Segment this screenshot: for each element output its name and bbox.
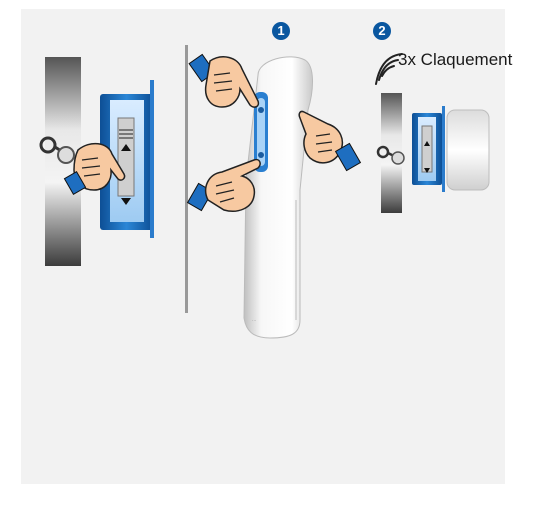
module-plate-left xyxy=(150,80,154,238)
pointing-hand-icon xyxy=(299,111,360,170)
cylinder-body xyxy=(447,110,489,190)
divider xyxy=(185,45,188,313)
sound-label: 3x Claquement xyxy=(398,50,512,70)
door-cylinder-left xyxy=(41,57,154,266)
step-badge-2: 2 xyxy=(373,22,391,40)
svg-text:⋯: ⋯ xyxy=(252,318,256,323)
step-badge-1: 1 xyxy=(272,22,290,40)
pointing-hand-icon xyxy=(188,160,261,212)
pointing-hand-icon xyxy=(189,54,258,107)
door-cylinder-right xyxy=(378,93,489,213)
